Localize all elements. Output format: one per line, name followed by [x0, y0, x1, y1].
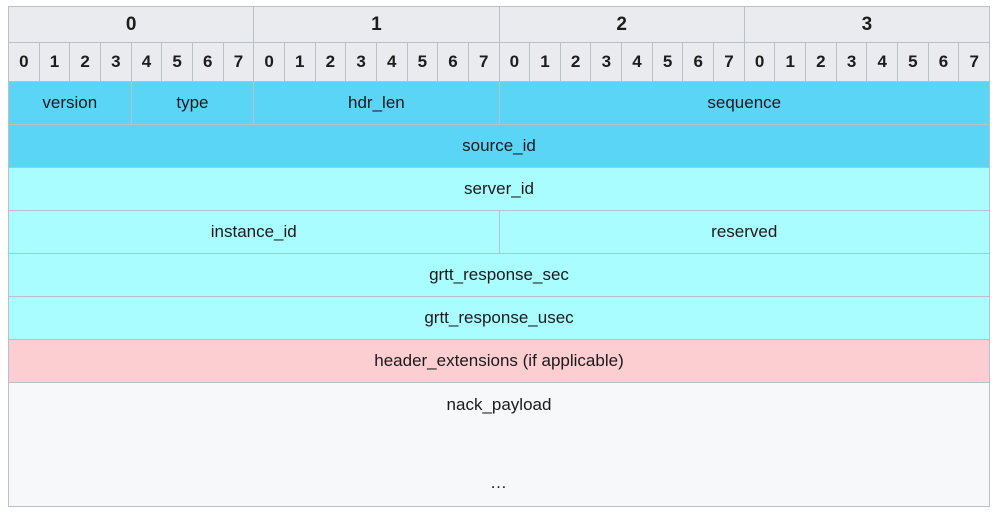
bit-offset-label-30: 6 — [927, 42, 960, 82]
bit-offset-label-12: 4 — [375, 42, 408, 82]
bit-offset-label-26: 2 — [805, 42, 837, 82]
field-type: type — [130, 81, 255, 125]
bit-offset-label-18: 2 — [559, 42, 592, 82]
row-server-id: server_id — [8, 167, 990, 211]
field-version: version — [8, 81, 132, 125]
byte-offset-label-1: 1 — [253, 6, 500, 43]
bit-offset-label-2: 2 — [69, 42, 101, 82]
field-server-id: server_id — [8, 167, 990, 211]
field-hdr-len: hdr_len — [253, 81, 500, 125]
field-grtt-response-usec: grtt_response_usec — [8, 296, 990, 340]
row-grtt-response-sec: grtt_response_sec — [8, 253, 990, 297]
bit-offset-label-31: 7 — [958, 42, 990, 82]
field-reserved: reserved — [498, 210, 990, 254]
bit-offset-label-19: 3 — [590, 42, 623, 82]
bit-offset-label-7: 7 — [222, 42, 255, 82]
field-grtt-response-sec: grtt_response_sec — [8, 253, 990, 297]
bit-offset-label-9: 1 — [283, 42, 316, 82]
bit-offset-label-16: 0 — [498, 42, 531, 82]
bit-offset-label-17: 1 — [529, 42, 561, 82]
field-sequence: sequence — [498, 81, 990, 125]
bit-offset-label-28: 4 — [866, 42, 899, 82]
nack-payload-continuation-ellipsis: … — [490, 473, 508, 492]
bit-offset-label-8: 0 — [253, 42, 285, 82]
bit-offset-label-1: 1 — [38, 42, 71, 82]
bit-offset-label-3: 3 — [99, 42, 132, 82]
field-nack-payload: nack_payload … — [8, 382, 990, 507]
field-instance-id: instance_id — [8, 210, 500, 254]
field-source-id: source_id — [8, 124, 990, 168]
bit-offset-label-11: 3 — [345, 42, 377, 82]
bit-offset-label-14: 6 — [437, 42, 469, 82]
row-grtt-response-usec: grtt_response_usec — [8, 296, 990, 340]
bit-offset-label-29: 5 — [897, 42, 929, 82]
bit-offset-label-4: 4 — [130, 42, 163, 82]
bit-offset-label-27: 3 — [835, 42, 868, 82]
bit-offset-label-25: 1 — [774, 42, 807, 82]
bit-offset-label-0: 0 — [8, 42, 40, 82]
bit-offset-label-6: 6 — [191, 42, 224, 82]
bit-offset-label-20: 4 — [621, 42, 653, 82]
bit-offset-label-13: 5 — [406, 42, 439, 82]
nack-payload-label: nack_payload — [446, 395, 552, 414]
row-source-id: source_id — [8, 124, 990, 168]
bit-offset-label-23: 7 — [713, 42, 745, 82]
bit-offset-label-24: 0 — [743, 42, 776, 82]
row-header-extensions: header_extensions (if applicable) — [8, 339, 990, 383]
byte-offset-label-3: 3 — [743, 6, 991, 43]
bit-offset-label-5: 5 — [161, 42, 193, 82]
bit-offset-label-21: 5 — [651, 42, 684, 82]
bit-offset-label-22: 6 — [682, 42, 715, 82]
byte-offset-label-0: 0 — [7, 6, 255, 43]
bit-offset-label-10: 2 — [314, 42, 347, 82]
row-nack-payload: nack_payload … — [8, 382, 990, 507]
field-header-extensions: header_extensions (if applicable) — [8, 339, 990, 383]
bit-offset-label-15: 7 — [467, 42, 500, 82]
byte-offset-label-2: 2 — [498, 6, 745, 43]
